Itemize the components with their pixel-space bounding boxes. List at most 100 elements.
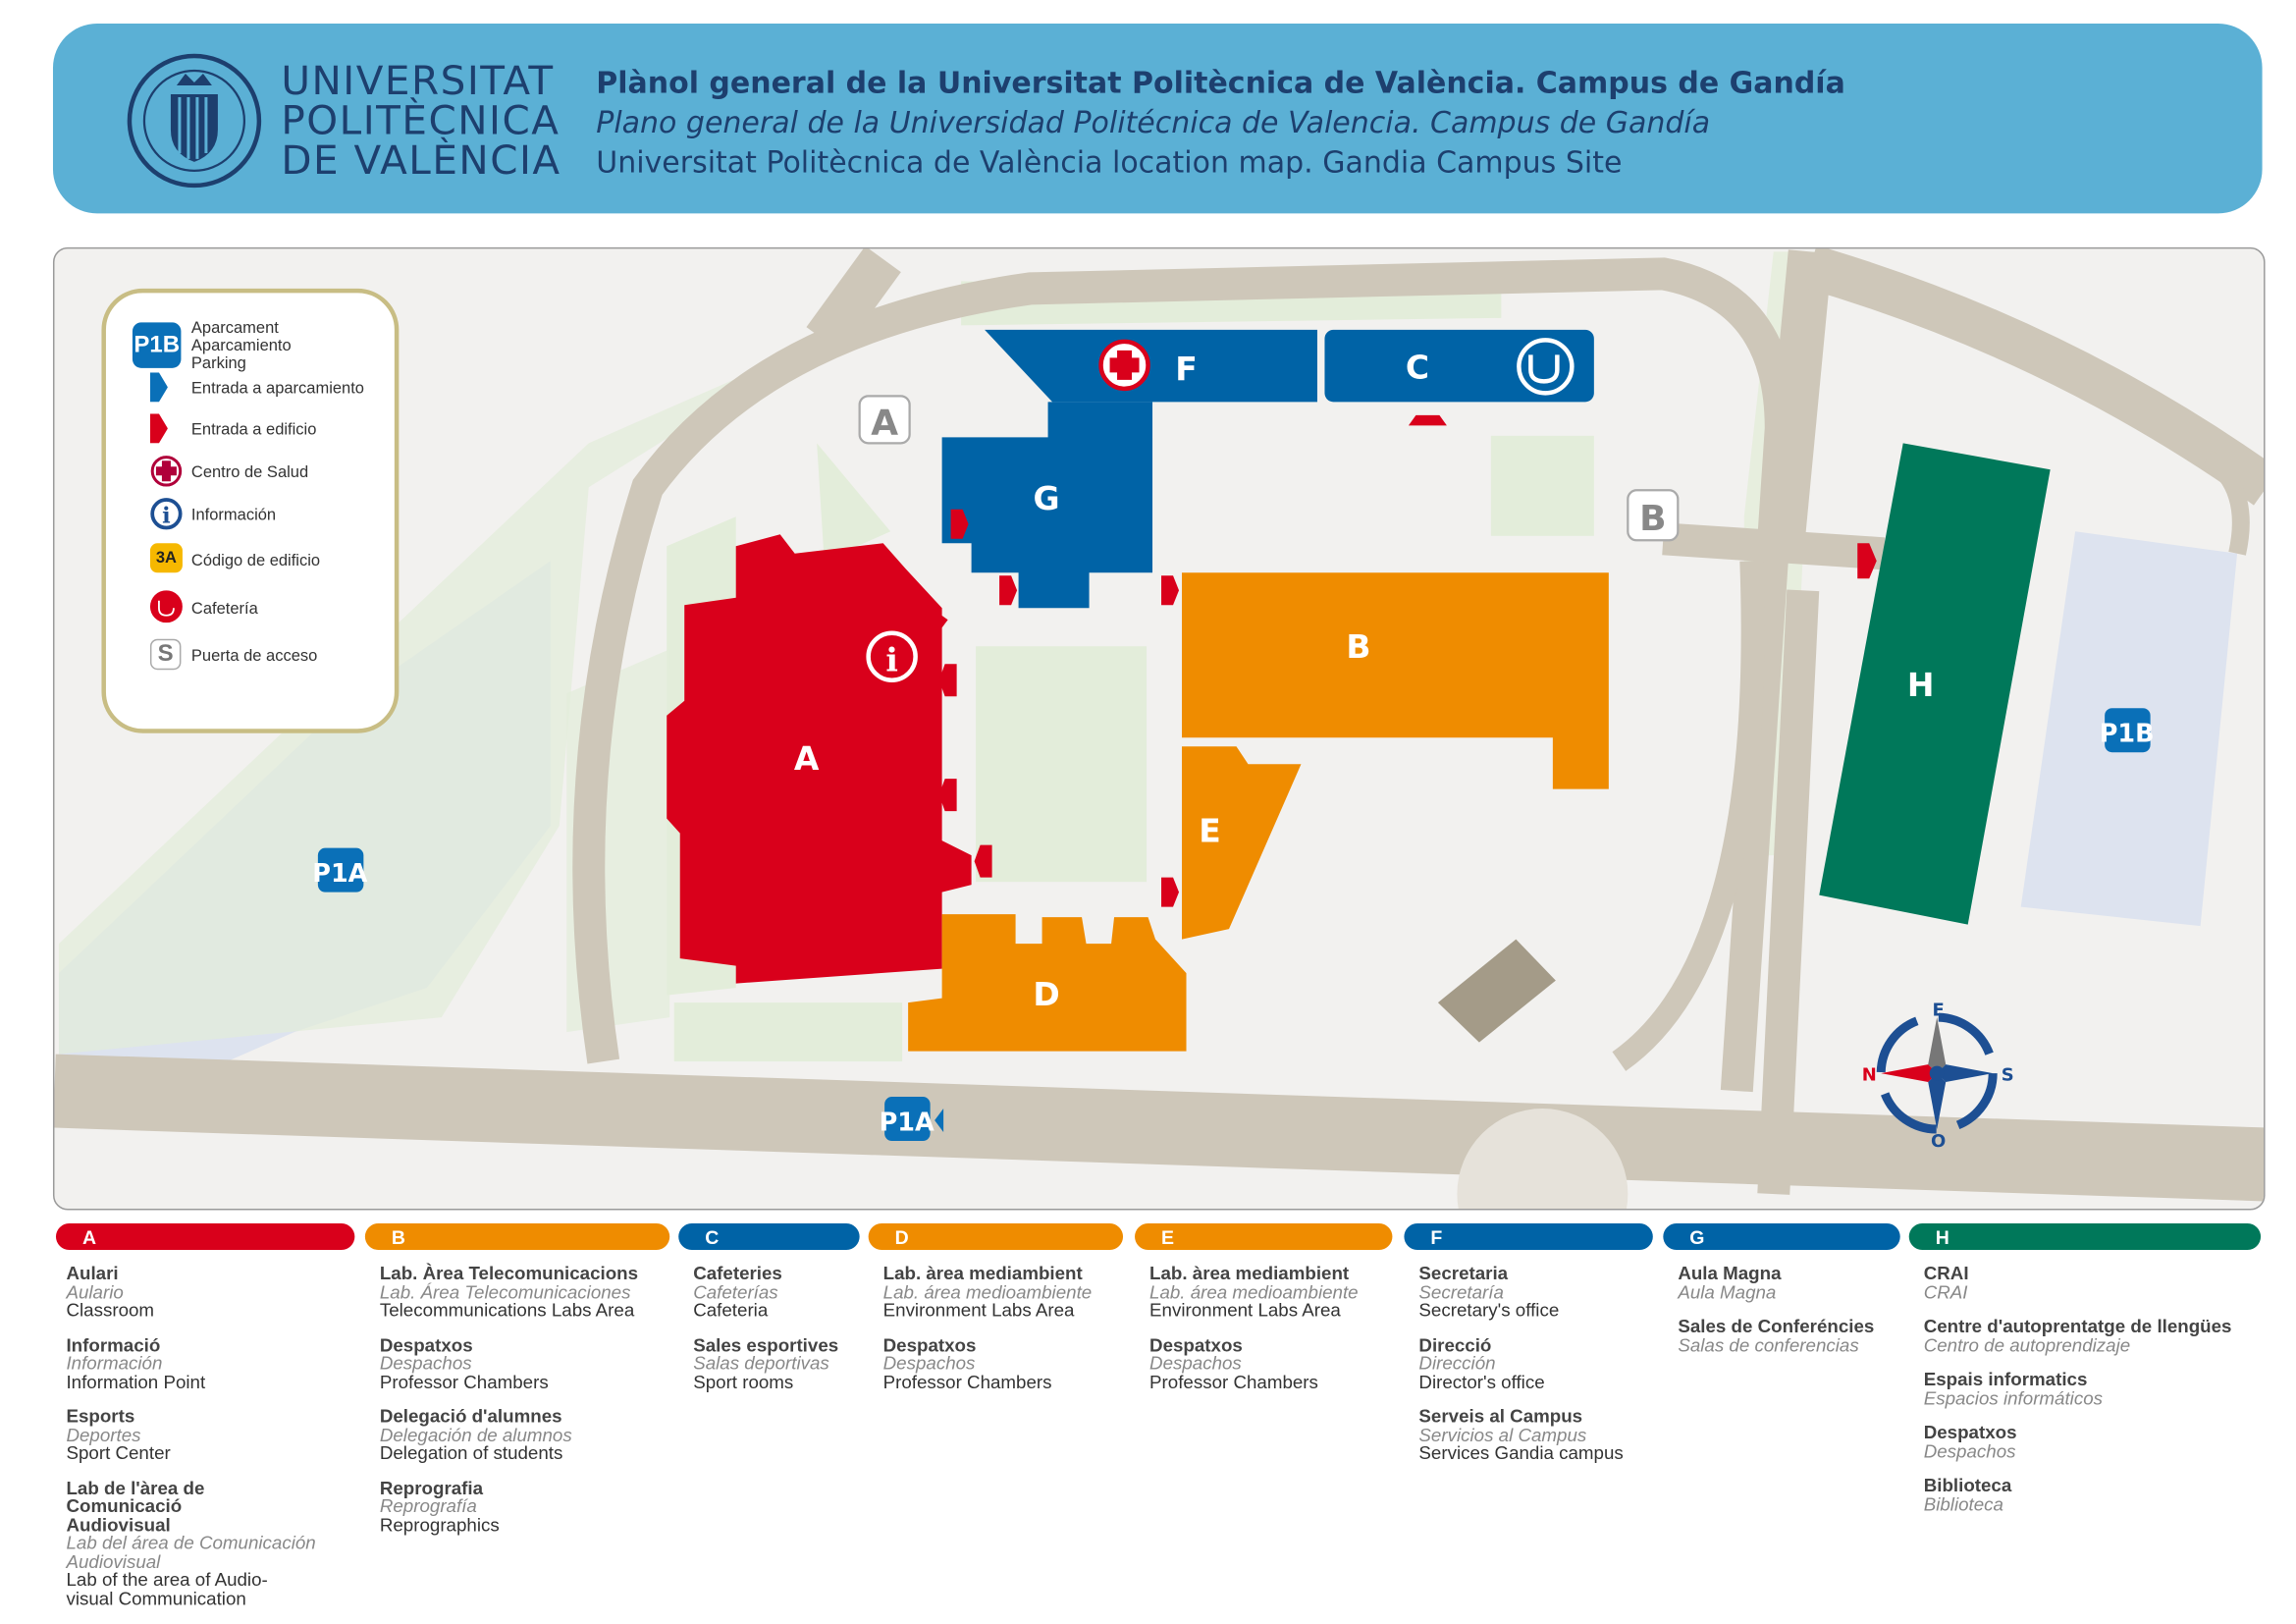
entry-ca: Aulari xyxy=(66,1263,119,1284)
entry-en: Telecommunications Labs Area xyxy=(379,1299,635,1321)
access-gate-a[interactable] xyxy=(858,395,911,445)
compass-n: N xyxy=(1862,1065,1877,1086)
entry-en: Director's office xyxy=(1418,1371,1545,1392)
entry-es: Dirección xyxy=(1418,1352,1496,1374)
entry-en: Secretary's office xyxy=(1418,1299,1560,1321)
parking-p1a-entry-badge[interactable] xyxy=(884,1097,931,1142)
entry-es: Lab. Área Telecomunicaciones xyxy=(379,1281,631,1303)
building-code-legend-icon: 3A xyxy=(149,543,183,573)
access-gate-b[interactable] xyxy=(1627,489,1680,542)
parking-entrance-marker xyxy=(934,1109,944,1133)
entry-ca: Centre d'autoprentatge de llengües xyxy=(1923,1316,2232,1337)
cafeteria-icon xyxy=(1517,338,1575,396)
entry-es: Salas de conferencias xyxy=(1678,1334,1859,1356)
entry-ca: Despatxos xyxy=(379,1334,473,1356)
logo-line-1: UNIVERSITAT xyxy=(281,58,555,105)
building-f-label: F xyxy=(1175,350,1198,388)
entry-ca: Serveis al Campus xyxy=(1418,1405,1583,1427)
entry-en: Professor Chambers xyxy=(379,1371,549,1392)
entry-ca: Esports xyxy=(66,1405,135,1427)
building-e[interactable] xyxy=(1182,746,1302,940)
entry-es: Despachos xyxy=(1149,1352,1242,1374)
building-g[interactable] xyxy=(941,402,1153,609)
health-center-icon xyxy=(1098,339,1150,392)
entry-en: Sport rooms xyxy=(693,1371,794,1392)
compass-rose-icon xyxy=(1876,1012,1998,1134)
entry-es: Centro de autoprendizaje xyxy=(1923,1334,2131,1356)
health-center-legend-icon xyxy=(150,456,183,487)
entry-ca: CRAI xyxy=(1923,1263,1969,1284)
entry-es: Aula Magna xyxy=(1678,1281,1777,1303)
parking-p1a-badge[interactable] xyxy=(317,847,364,893)
entry-ca: Lab. àrea mediambient xyxy=(882,1263,1083,1284)
entry-es: Servicios al Campus xyxy=(1418,1424,1587,1445)
entry-en: Cafeteria xyxy=(693,1299,769,1321)
directory-header-a: A xyxy=(55,1223,355,1250)
entry-en: Lab of the area of Audio-visual Communic… xyxy=(66,1569,268,1609)
directory-header-c: C xyxy=(678,1223,860,1250)
entry-en: Information Point xyxy=(66,1371,206,1392)
entry-ca: Secretaria xyxy=(1418,1263,1509,1284)
entry-es: Despachos xyxy=(1923,1440,2016,1462)
building-b[interactable] xyxy=(1182,572,1609,789)
building-a[interactable] xyxy=(667,534,972,984)
entry-ca: Despatxos xyxy=(1923,1422,2017,1443)
parking-p1b-badge[interactable] xyxy=(2105,708,2151,753)
entry-en: Services Gandia campus xyxy=(1418,1442,1624,1464)
entry-en: Reprographics xyxy=(379,1514,500,1536)
entry-es: Lab del área de Comunicación Audiovisual xyxy=(66,1532,316,1572)
building-h[interactable] xyxy=(1819,443,2051,925)
legend-health: Centro de Salud xyxy=(190,463,309,482)
entry-es: Secretaría xyxy=(1418,1281,1504,1303)
logo-line-2: POLITÈCNICA xyxy=(281,98,561,144)
building-entrance-icon xyxy=(149,413,168,444)
directory-header-e: E xyxy=(1135,1223,1393,1250)
building-d-label: D xyxy=(1033,975,1059,1013)
building-a-label: A xyxy=(794,739,820,778)
legend-code: Código de edificio xyxy=(190,552,321,570)
access-gate-b-label: B xyxy=(1639,499,1666,539)
entry-ca: Cafeteries xyxy=(693,1263,782,1284)
directory-header-d: D xyxy=(868,1223,1124,1250)
entry-ca: Despatxos xyxy=(882,1334,977,1356)
directory-header-h: H xyxy=(1908,1223,2262,1250)
legend-parking-entrance: Entrada a aparcamiento xyxy=(190,379,364,398)
entry-ca: Delegació d'alumnes xyxy=(379,1405,562,1427)
entry-es: Espacios informáticos xyxy=(1923,1387,2104,1409)
building-f[interactable] xyxy=(985,329,1317,403)
building-d[interactable] xyxy=(908,914,1187,1052)
entry-es: Aulario xyxy=(66,1281,124,1303)
building-g-label: G xyxy=(1034,479,1060,517)
entry-ca: Despatxos xyxy=(1149,1334,1243,1356)
parking-p1a-label: P1A xyxy=(312,859,367,889)
entry-ca: Espais informatics xyxy=(1923,1369,2088,1390)
entry-es: Información xyxy=(66,1352,163,1374)
compass-o: O xyxy=(1931,1131,1946,1152)
svg-text:i: i xyxy=(162,503,171,528)
directory-header-f: F xyxy=(1404,1223,1653,1250)
entry-es: CRAI xyxy=(1923,1281,1968,1303)
legend-building-entrance: Entrada a edificio xyxy=(190,420,317,439)
building-entrance-markers xyxy=(924,414,1877,907)
svg-text:i: i xyxy=(885,641,898,679)
entry-es: Reprografía xyxy=(379,1495,477,1517)
campus-map: A B C D E F G H i A B xyxy=(52,246,2266,1211)
access-gate-a-label: A xyxy=(871,403,898,443)
entry-es: Cafeterías xyxy=(693,1281,778,1303)
building-c-label: C xyxy=(1406,348,1429,386)
entry-es: Lab. área medioambiente xyxy=(882,1281,1093,1303)
